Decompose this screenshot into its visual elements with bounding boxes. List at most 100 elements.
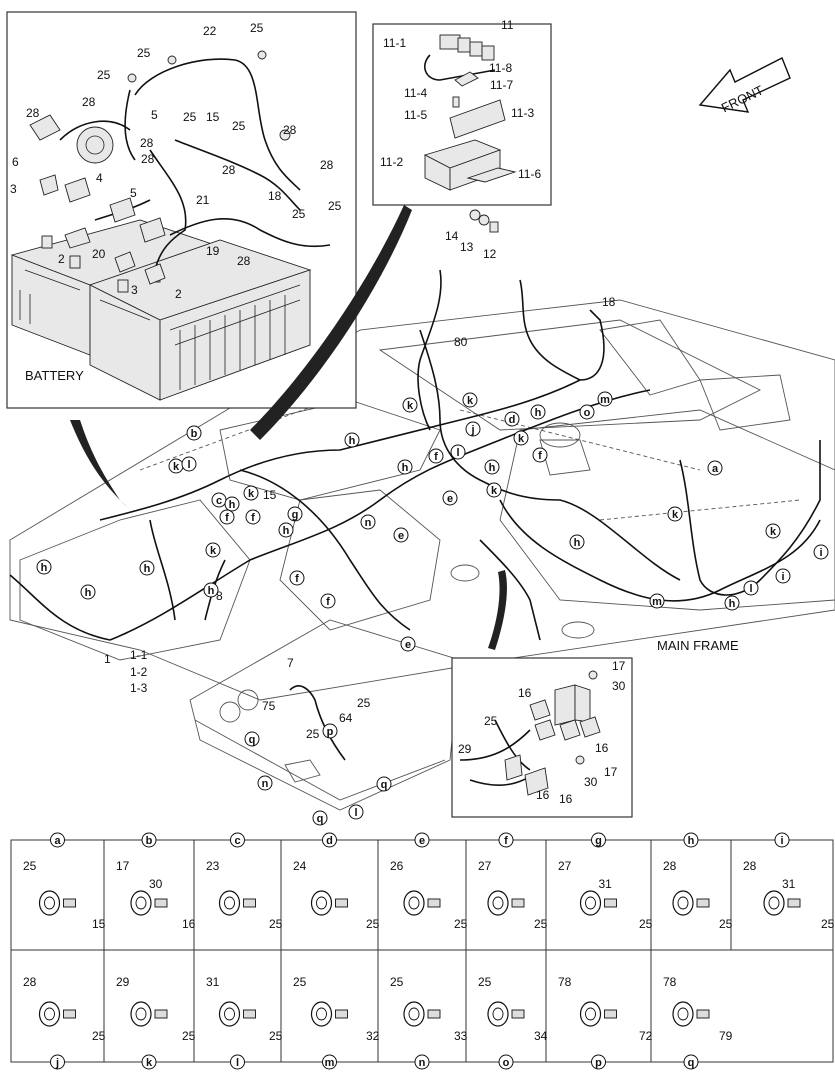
fuse-callout: 11-1 bbox=[383, 36, 406, 50]
letter-marker-b: b bbox=[186, 425, 202, 441]
fuse-drawing bbox=[423, 34, 517, 233]
main-callout: 25 bbox=[306, 727, 320, 741]
fuse-callout: 11-3 bbox=[511, 106, 534, 120]
svg-text:l: l bbox=[749, 583, 752, 595]
detail-part-number: 25 bbox=[23, 859, 37, 873]
detail-part-number: 25 bbox=[92, 1029, 106, 1043]
detail-part-number: 72 bbox=[639, 1029, 653, 1043]
detail-part-number: 25 bbox=[293, 975, 307, 989]
letter-marker-i: i bbox=[775, 568, 791, 584]
main-callout: 1 bbox=[104, 652, 111, 666]
bracket-callout: 16 bbox=[595, 741, 609, 755]
detail-part-number: 25 bbox=[390, 975, 404, 989]
fuse-callout: 13 bbox=[460, 240, 474, 254]
detail-part-number: 27 bbox=[558, 859, 572, 873]
clip-drawing-k bbox=[130, 1001, 168, 1027]
battery-callout: 3 bbox=[10, 182, 17, 196]
clip-drawing-a bbox=[38, 890, 76, 916]
battery-callout: 25 bbox=[97, 68, 111, 82]
letter-marker-l: l bbox=[450, 444, 466, 460]
clip-drawing-q bbox=[672, 1001, 710, 1027]
detail-grid-drawings: 2515173016232524252625272527312528252831… bbox=[23, 859, 835, 1043]
battery-callout: 25 bbox=[250, 21, 264, 35]
fuse-callout: 11-4 bbox=[404, 86, 427, 100]
svg-text:l: l bbox=[456, 447, 459, 459]
svg-text:k: k bbox=[407, 400, 414, 412]
svg-text:h: h bbox=[402, 462, 409, 474]
battery-callout: 15 bbox=[206, 110, 220, 124]
main-callout: 75 bbox=[262, 699, 276, 713]
svg-text:p: p bbox=[595, 1057, 602, 1069]
letter-marker-k: k bbox=[168, 458, 184, 474]
svg-text:h: h bbox=[688, 835, 695, 847]
bracket-callout: 16 bbox=[536, 788, 550, 802]
main-callout: 8 bbox=[216, 589, 223, 603]
detail-letter-h: h bbox=[683, 832, 699, 848]
clip-drawing-d bbox=[310, 890, 348, 916]
battery-callout: 25 bbox=[328, 199, 342, 213]
detail-letter-c: c bbox=[230, 832, 245, 848]
svg-text:m: m bbox=[325, 1057, 335, 1069]
clip-drawing-c bbox=[218, 890, 256, 916]
svg-text:a: a bbox=[712, 463, 719, 475]
detail-part-number: 31 bbox=[599, 877, 613, 891]
svg-text:k: k bbox=[210, 545, 217, 557]
svg-text:b: b bbox=[146, 835, 153, 847]
clip-drawing-e bbox=[403, 890, 441, 916]
detail-letter-g: g bbox=[591, 832, 606, 848]
letter-marker-f: f bbox=[219, 509, 235, 525]
detail-letter-l: l bbox=[230, 1054, 245, 1070]
battery-title: BATTERY bbox=[25, 368, 84, 383]
svg-text:n: n bbox=[262, 778, 269, 790]
detail-part-number: 31 bbox=[782, 877, 796, 891]
detail-part-number: 25 bbox=[478, 975, 492, 989]
clip-drawing-h bbox=[672, 890, 710, 916]
detail-letter-j: j bbox=[50, 1054, 65, 1070]
letter-marker-h: h bbox=[203, 582, 219, 598]
letter-marker-h: h bbox=[344, 432, 360, 448]
battery-callout: 25 bbox=[137, 46, 151, 60]
battery-callout: 21 bbox=[196, 193, 210, 207]
battery-drawing bbox=[10, 50, 331, 401]
detail-part-number: 34 bbox=[534, 1029, 548, 1043]
svg-text:k: k bbox=[518, 433, 525, 445]
clip-drawing-g bbox=[579, 890, 617, 916]
detail-part-number: 17 bbox=[116, 859, 130, 873]
svg-text:h: h bbox=[208, 585, 215, 597]
main-callout: 25 bbox=[357, 696, 371, 710]
bracket-callout: 25 bbox=[484, 714, 498, 728]
svg-text:k: k bbox=[672, 509, 679, 521]
clip-drawing-l bbox=[218, 1001, 256, 1027]
svg-text:h: h bbox=[349, 435, 356, 447]
svg-text:h: h bbox=[729, 598, 736, 610]
battery-callout: 2 bbox=[175, 287, 182, 301]
svg-text:i: i bbox=[781, 571, 784, 583]
letter-marker-m: m bbox=[649, 593, 665, 609]
detail-letter-n: n bbox=[414, 1054, 430, 1070]
letter-marker-f: f bbox=[245, 509, 261, 525]
svg-text:k: k bbox=[146, 1057, 153, 1069]
letter-marker-q: q bbox=[312, 810, 328, 826]
clip-drawing-j bbox=[38, 1001, 76, 1027]
letter-marker-h: h bbox=[397, 459, 413, 475]
main-frame-drawing bbox=[9, 299, 835, 811]
letter-marker-p: p bbox=[322, 723, 338, 739]
detail-part-number: 79 bbox=[719, 1029, 733, 1043]
bracket-callout: 16 bbox=[559, 792, 573, 806]
main-frame-title: MAIN FRAME bbox=[657, 638, 739, 653]
detail-part-number: 25 bbox=[269, 917, 283, 931]
svg-text:e: e bbox=[398, 530, 404, 542]
detail-letter-i: i bbox=[774, 832, 790, 848]
letter-marker-q: q bbox=[244, 731, 260, 747]
svg-text:f: f bbox=[434, 451, 438, 463]
letter-marker-n: n bbox=[257, 775, 273, 791]
battery-callout: 28 bbox=[222, 163, 236, 177]
clip-drawing-n bbox=[403, 1001, 441, 1027]
fuse-callout-arrow bbox=[250, 205, 412, 440]
clip-drawing-m bbox=[310, 1001, 348, 1027]
detail-letter-e: e bbox=[414, 832, 430, 848]
detail-part-number: 78 bbox=[663, 975, 677, 989]
letter-marker-k: k bbox=[205, 542, 221, 558]
letter-marker-h: h bbox=[530, 404, 546, 420]
bracket-callout: 29 bbox=[458, 742, 472, 756]
